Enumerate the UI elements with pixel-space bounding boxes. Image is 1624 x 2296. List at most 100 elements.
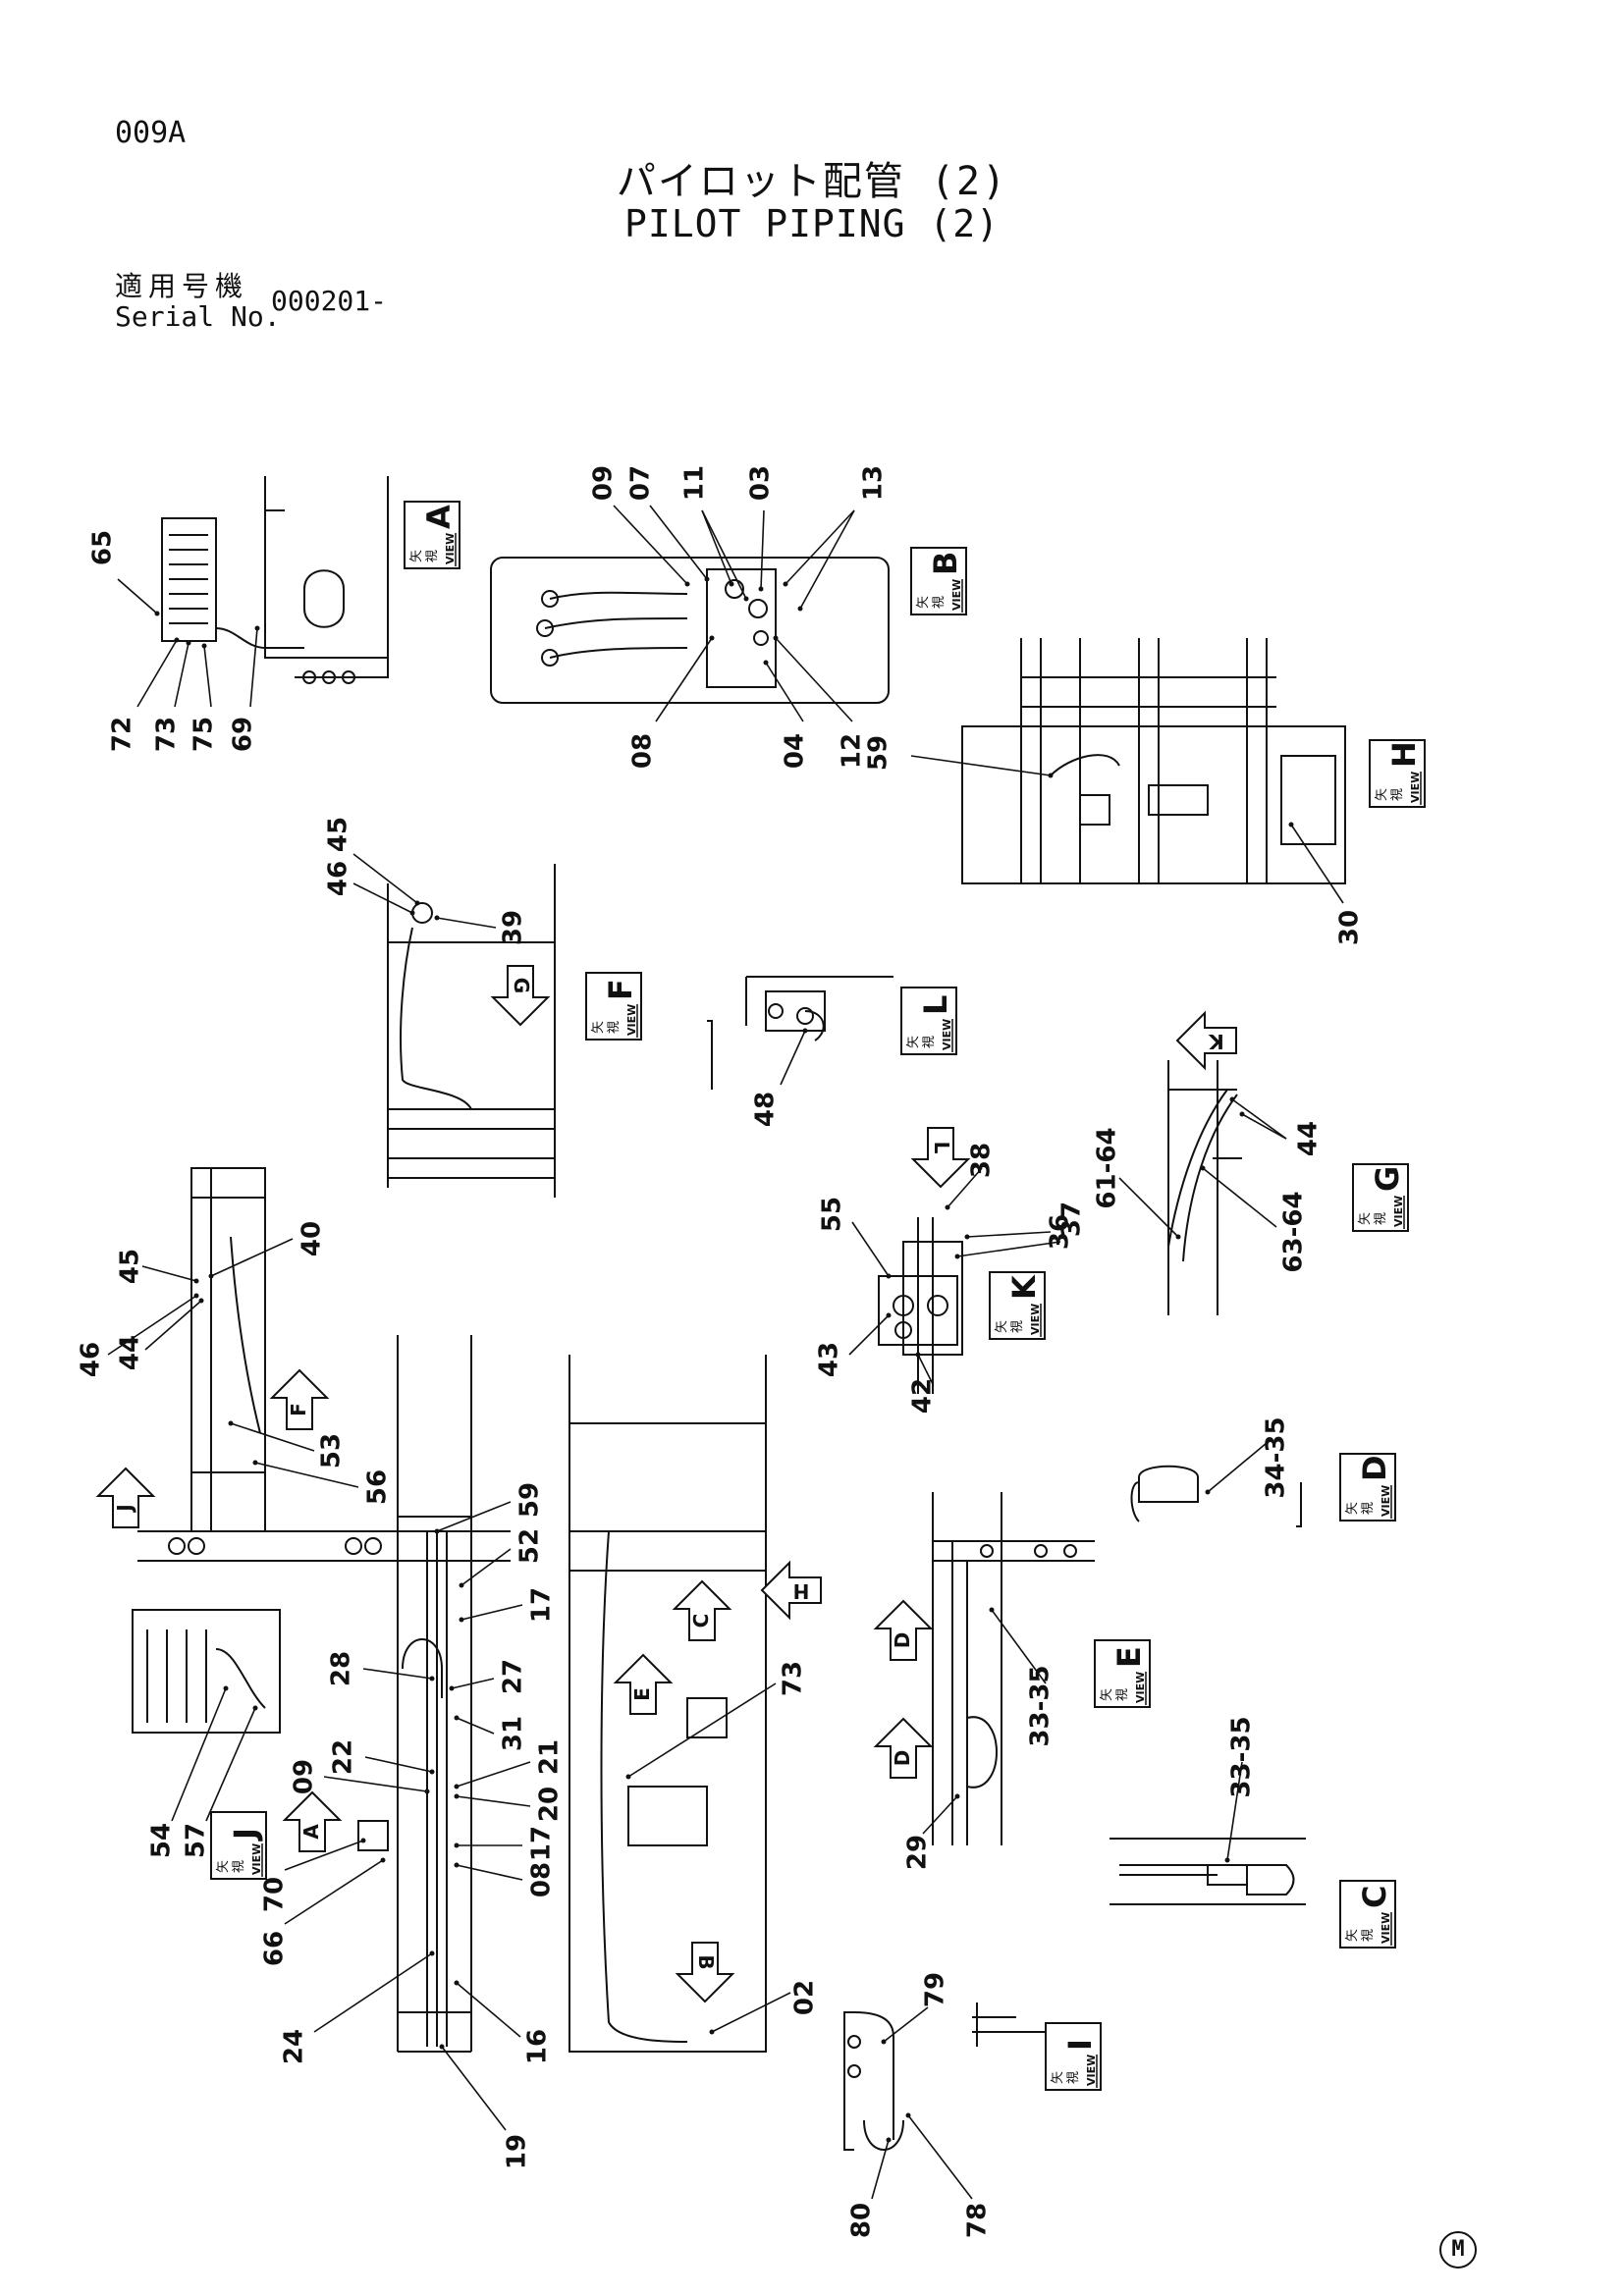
- leader-line: [871, 2139, 890, 2200]
- leader-line: [364, 1756, 433, 1773]
- view-kanji-top: 矢: [1100, 1688, 1114, 1701]
- leader-line: [171, 1687, 227, 1822]
- leader-arrowhead: [886, 2137, 892, 2143]
- leader-arrowhead: [954, 1254, 960, 1259]
- callout-number: 79: [921, 1972, 950, 2007]
- arrow-letter: D: [891, 1750, 914, 1767]
- callout-number: 45: [324, 817, 353, 852]
- callout-29: 29: [903, 1793, 960, 1870]
- callout-number: 44: [116, 1335, 145, 1370]
- callout-09: 09: [290, 1759, 430, 1794]
- leader-arrowhead: [424, 1789, 430, 1794]
- view-kanji-top: 矢: [1345, 1929, 1360, 1942]
- view-letter: G: [1369, 1166, 1406, 1192]
- view-letter: D: [1356, 1455, 1393, 1481]
- callout-08: 08: [628, 635, 715, 769]
- view-letter: E: [1110, 1646, 1148, 1668]
- leader-line: [323, 1776, 428, 1792]
- view-letter: C: [1356, 1886, 1393, 1908]
- callout-43: 43: [815, 1312, 892, 1377]
- leader-line: [456, 1717, 495, 1735]
- leader-arrowhead: [1239, 1111, 1245, 1117]
- callout-61-64: 61-64: [1093, 1127, 1181, 1240]
- view-kanji-top: 矢: [916, 596, 931, 609]
- leader-line: [460, 1604, 523, 1621]
- view-arrow-k: K: [1175, 1010, 1237, 1071]
- leader-arrowhead: [684, 581, 690, 587]
- callout-38: 38: [945, 1143, 997, 1210]
- leader-line: [284, 1840, 364, 1871]
- leader-line: [451, 1678, 495, 1689]
- leader-line: [117, 578, 158, 614]
- leader-arrowhead: [454, 1784, 460, 1789]
- callout-28: 28: [327, 1651, 435, 1686]
- view-kanji-bottom: 視: [1390, 788, 1405, 801]
- leader-arrowhead: [409, 910, 415, 916]
- callout-46: 46: [324, 861, 415, 916]
- callout-02: 02: [709, 1980, 820, 2035]
- callout-number: 29: [903, 1835, 933, 1870]
- callout-79: 79: [881, 1972, 950, 2045]
- leader-arrowhead: [429, 1950, 435, 1956]
- leader-arrowhead: [945, 1204, 950, 1210]
- leader-line: [436, 1501, 512, 1532]
- callout-number: 46: [324, 861, 353, 896]
- leader-arrowhead: [886, 1312, 892, 1318]
- leader-line: [352, 882, 413, 914]
- view-word: VIEW: [1409, 772, 1422, 803]
- view-arrow-g: G: [490, 965, 551, 1027]
- page-code: 009A: [115, 116, 187, 150]
- view-word: VIEW: [1380, 1912, 1392, 1944]
- leader-line: [1118, 1177, 1179, 1238]
- view-kanji-bottom: 視: [1066, 2071, 1081, 2084]
- callout-number: 16: [523, 2029, 553, 2064]
- leader-line: [313, 1952, 433, 2033]
- leader-arrowhead: [454, 1793, 460, 1799]
- leader-arrowhead: [1200, 1165, 1206, 1171]
- callout-number: 44: [1294, 1121, 1324, 1156]
- leader-line: [649, 505, 708, 580]
- leader-line: [141, 1265, 197, 1282]
- callout-number: 78: [963, 2203, 993, 2238]
- leader-arrowhead: [773, 635, 779, 641]
- leader-arrowhead: [174, 637, 180, 643]
- leader-line: [456, 1795, 531, 1807]
- view-word: VIEW: [1029, 1304, 1042, 1335]
- leader-arrowhead: [201, 643, 207, 649]
- leader-arrowhead: [360, 1838, 366, 1843]
- callout-number: 33-35: [1026, 1665, 1056, 1746]
- view-letter: J: [227, 1828, 264, 1842]
- leader-arrowhead: [254, 625, 260, 631]
- callout-number: 22: [329, 1739, 358, 1775]
- leader-line: [655, 637, 713, 722]
- leader-line: [910, 755, 1052, 776]
- callout-48: 48: [751, 1028, 808, 1127]
- callout-78: 78: [905, 2112, 993, 2238]
- callout-number: 34-35: [1262, 1416, 1291, 1498]
- leader-line: [1207, 1442, 1268, 1493]
- leader-arrowhead: [252, 1705, 258, 1711]
- view-kanji-top: 矢: [995, 1320, 1009, 1333]
- leader-line: [1231, 1098, 1287, 1140]
- callout-11: 11: [680, 465, 749, 602]
- leader-line: [907, 2114, 973, 2200]
- leader-line: [362, 1668, 433, 1680]
- callout-46: 46: [77, 1293, 199, 1377]
- leader-arrowhead: [625, 1774, 631, 1780]
- leader-line: [205, 1707, 256, 1822]
- view-word: VIEW: [1085, 2055, 1098, 2086]
- view-arrow-b: B: [675, 1942, 735, 2003]
- leader-arrowhead: [1229, 1096, 1235, 1102]
- callout-55: 55: [818, 1197, 892, 1279]
- view-arrow-l: L: [910, 1127, 971, 1189]
- leader-line: [613, 505, 688, 585]
- callout-73: 73: [625, 1661, 808, 1780]
- view-kanji-bottom: 視: [1361, 1502, 1376, 1515]
- leader-line: [107, 1295, 197, 1356]
- leader-line: [848, 1314, 890, 1356]
- callout-number: 40: [298, 1221, 327, 1256]
